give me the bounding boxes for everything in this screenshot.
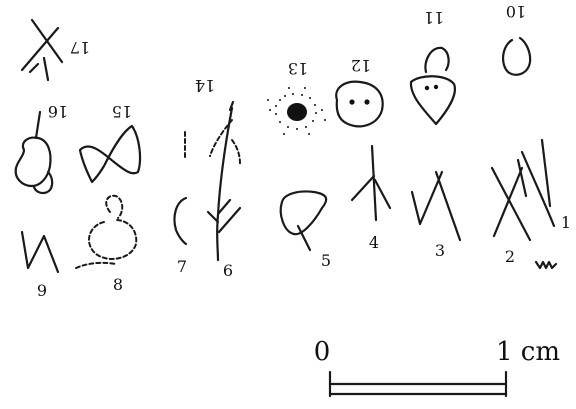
sign-label-1: 1 bbox=[561, 213, 571, 232]
sign-label-13: 13 bbox=[288, 59, 308, 78]
sign-9 bbox=[22, 232, 58, 272]
sign-label-2: 2 bbox=[505, 247, 515, 266]
sign-label-11: 11 bbox=[424, 8, 444, 27]
sign-8 bbox=[76, 196, 136, 268]
sign-label-4: 4 bbox=[369, 233, 379, 252]
sign-label-7: 7 bbox=[177, 257, 187, 276]
sign-label-10: 10 bbox=[506, 2, 526, 21]
scribble-mark bbox=[536, 262, 556, 268]
sign-11 bbox=[411, 48, 455, 124]
scale-end-label: 1 cm bbox=[496, 337, 560, 367]
sign-13 bbox=[267, 87, 326, 135]
sign-label-14: 14 bbox=[195, 76, 215, 95]
sign-17 bbox=[22, 20, 62, 80]
sign-7 bbox=[174, 132, 186, 244]
sign-label-17: 17 bbox=[70, 38, 90, 57]
scale-bar bbox=[330, 372, 506, 396]
sign-label-15: 15 bbox=[112, 102, 132, 121]
sign-label-9: 9 bbox=[37, 281, 47, 300]
sign-12 bbox=[336, 82, 382, 127]
scale-start-label: 0 bbox=[314, 337, 331, 367]
sign-label-6: 6 bbox=[223, 261, 233, 280]
sign-10 bbox=[503, 38, 530, 75]
sign-16 bbox=[16, 112, 52, 193]
sign-3 bbox=[412, 172, 460, 240]
sign-15 bbox=[80, 126, 140, 182]
sign-label-16: 16 bbox=[48, 102, 68, 121]
sign-label-5: 5 bbox=[321, 251, 331, 270]
sign-label-12: 12 bbox=[351, 56, 371, 75]
sign-14 bbox=[208, 102, 240, 260]
sign-1 bbox=[522, 140, 554, 226]
sign-label-8: 8 bbox=[113, 275, 123, 294]
sign-4 bbox=[352, 146, 390, 220]
sign-label-3: 3 bbox=[435, 241, 445, 260]
sign-2 bbox=[492, 160, 530, 240]
sign-5 bbox=[281, 191, 326, 250]
